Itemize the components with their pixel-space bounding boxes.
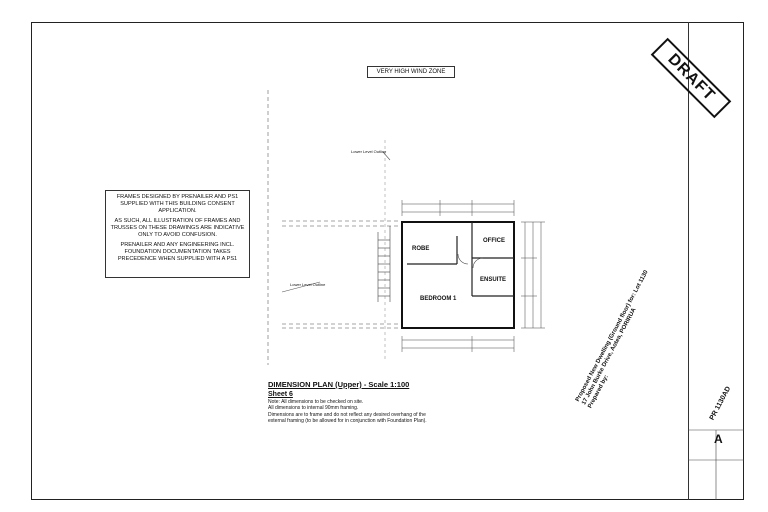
note-paragraph-3: PRENAILER AND ANY ENGINEERING INCL. FOUN… [117, 242, 238, 262]
plan-note-line: Dimensions are to frame and do not refle… [268, 411, 426, 418]
lower-outline-label-left: Lower Level Outline [290, 282, 326, 287]
note-paragraph-2: AS SUCH, ALL ILLUSTRATION OF FRAMES AND … [110, 218, 245, 238]
leader-line-top [382, 151, 391, 161]
revision-letter: A [714, 432, 723, 446]
outer-wall [401, 221, 515, 329]
door-swing-ensuite [472, 257, 484, 269]
room-bedroom-1: BEDROOM 1 [420, 296, 457, 302]
title-block [688, 22, 744, 500]
plan-title: DIMENSION PLAN (Upper) - Scale 1:100 [268, 380, 410, 389]
drawing-sheet-border [31, 22, 744, 500]
dimension-lines [401, 200, 545, 352]
plan-notes: Note: All dimensions to be checked on si… [268, 399, 508, 424]
plan-sheet: Sheet 6 [268, 391, 293, 398]
room-ensuite: ENSUITE [480, 277, 507, 283]
wind-zone-label: VERY HIGH WIND ZONE [367, 66, 455, 78]
plan-note-line: Note: All dimensions to be checked on si… [268, 399, 364, 405]
plan-note-line: external framing (to be allowed for in c… [268, 417, 427, 424]
plan-note-line: All dimensions to internal 90mm framing. [268, 405, 359, 412]
title-block-lines [688, 429, 744, 500]
door-swing-robe [457, 253, 469, 265]
room-robe: ROBE [412, 246, 430, 252]
frames-note-box: FRAMES DESIGNED BY PRENAILER AND PS1 SUP… [105, 190, 250, 278]
room-office: OFFICE [483, 238, 505, 244]
stairs [377, 226, 391, 302]
leader-line-left [281, 281, 321, 293]
lower-outline-label-top: Lower Level Outline [351, 149, 387, 154]
note-paragraph-1: FRAMES DESIGNED BY PRENAILER AND PS1 SUP… [116, 194, 239, 214]
